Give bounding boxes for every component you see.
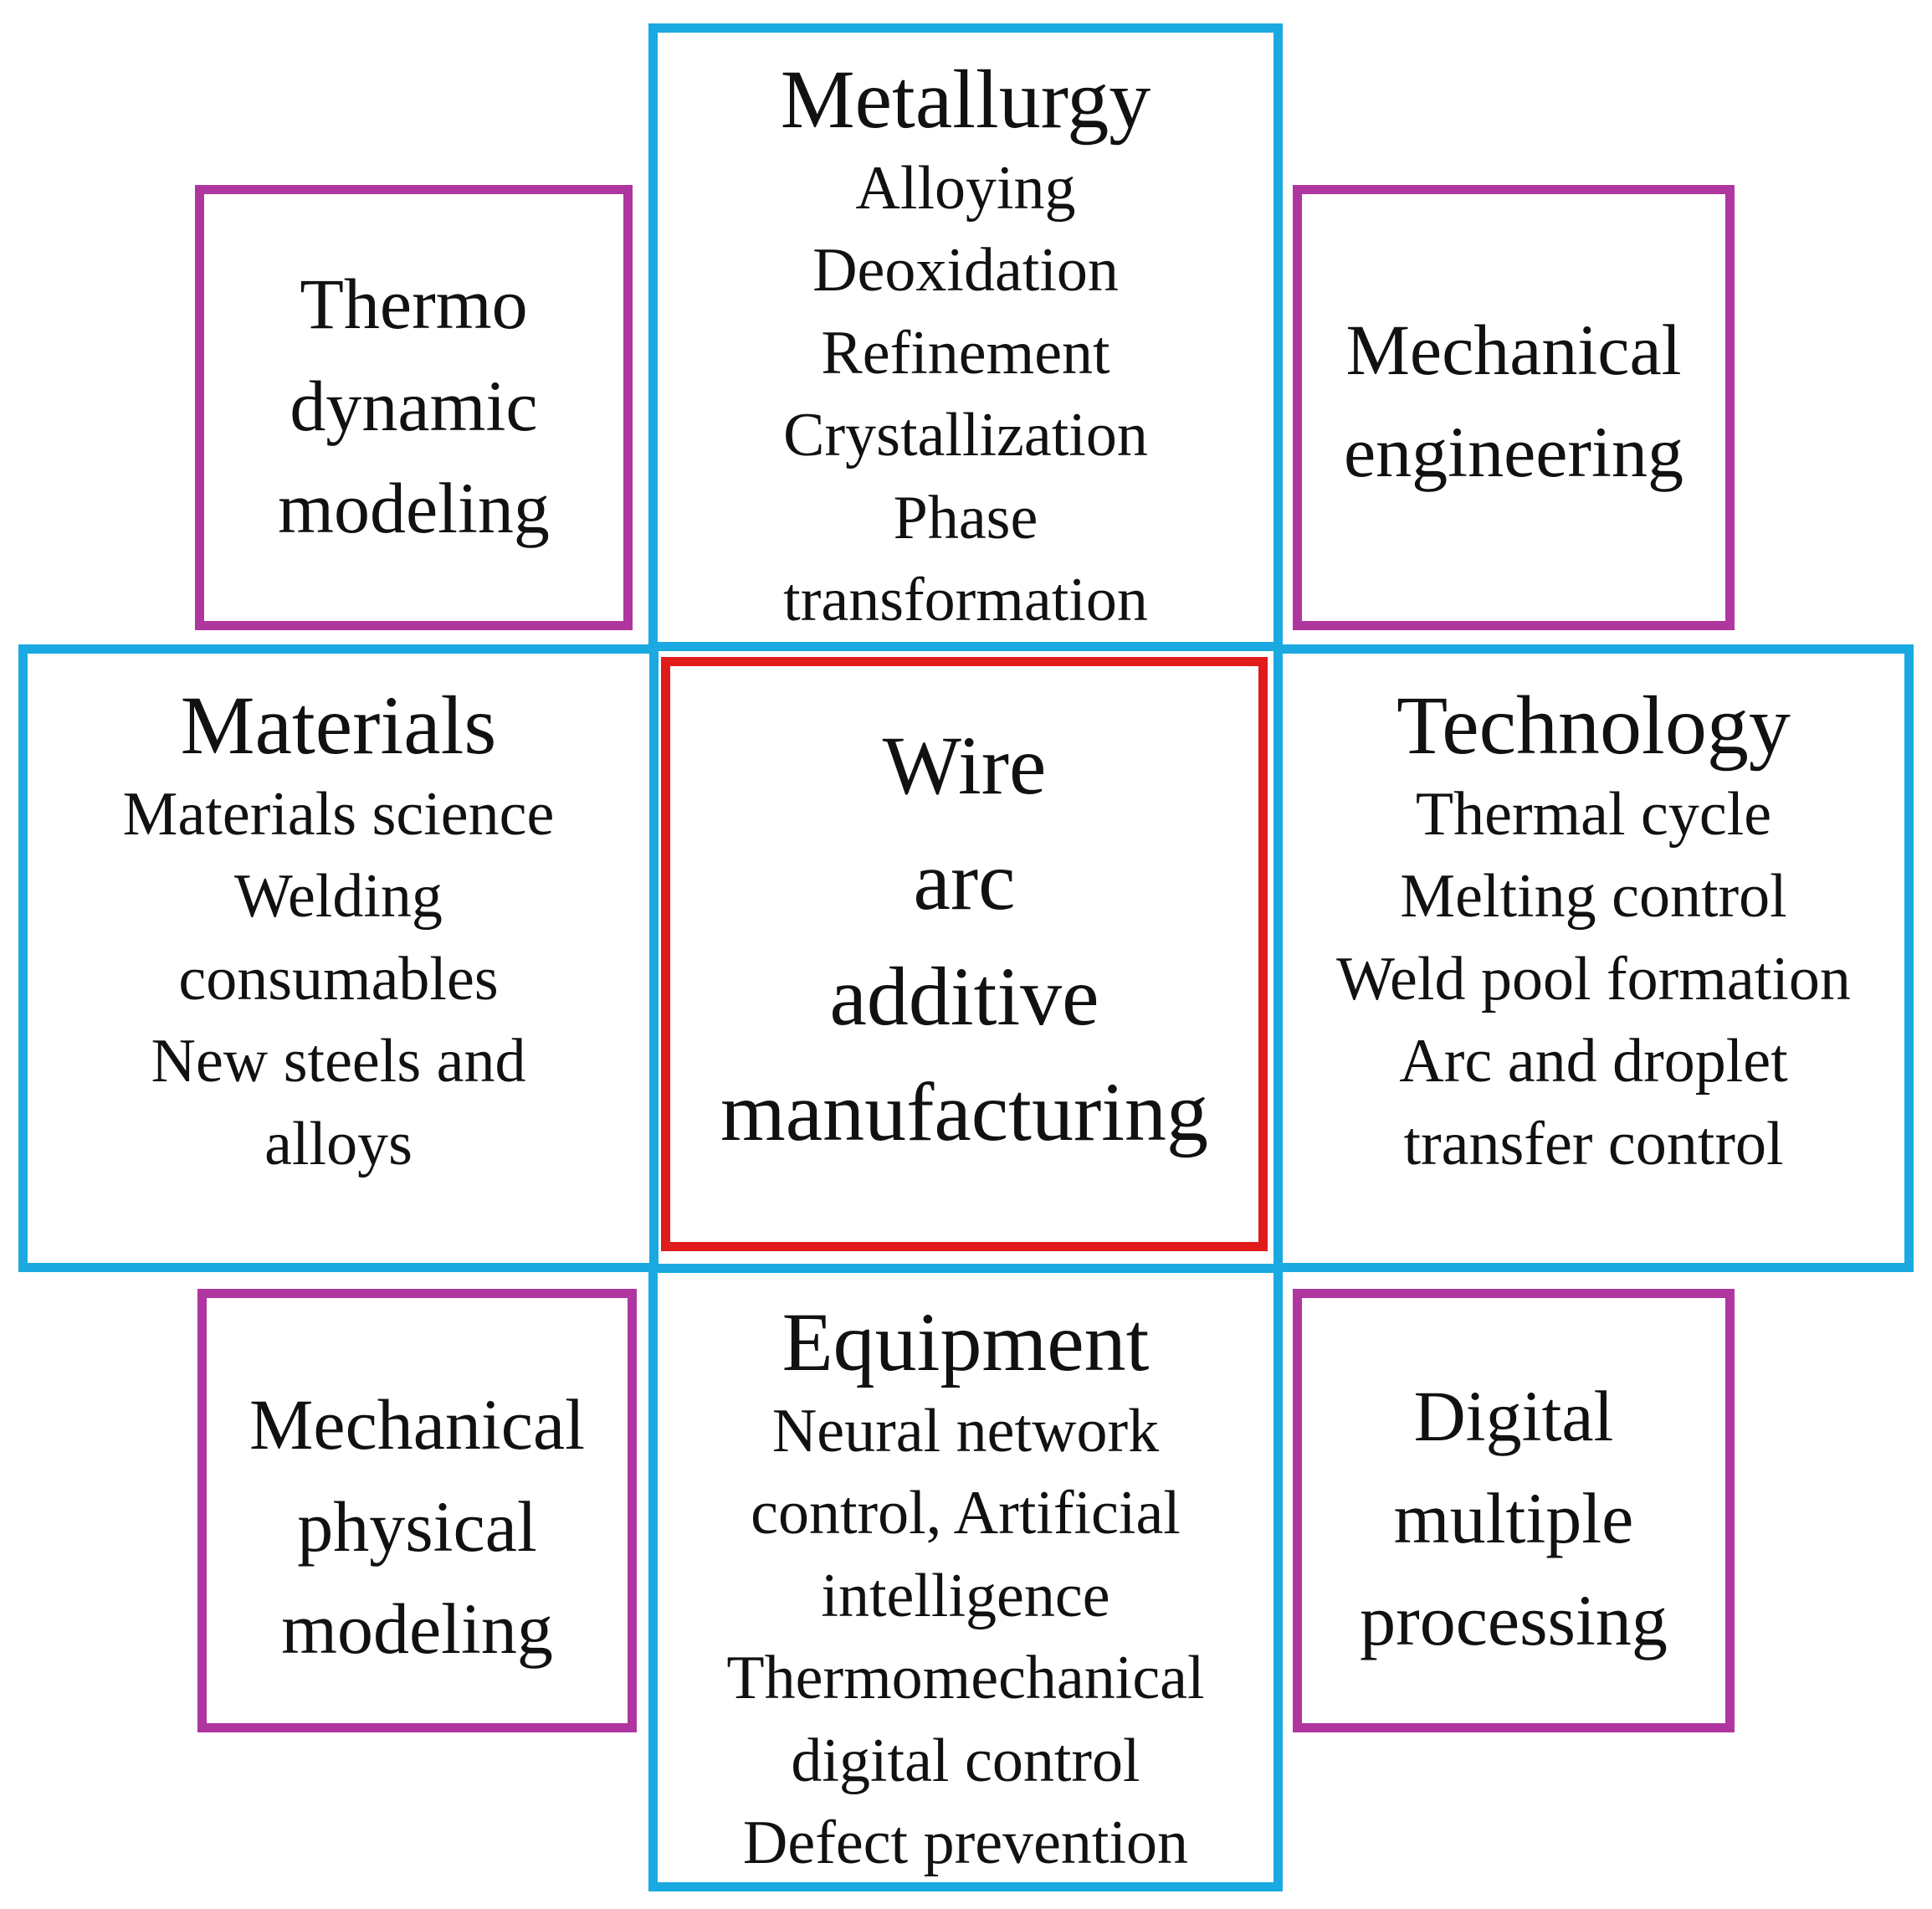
thermodynamic-modeling-line: modeling: [278, 468, 550, 549]
digital-multiple-processing-line: Digital: [1413, 1376, 1614, 1456]
materials-title: Materials: [180, 679, 497, 772]
materials-item: New steels and: [151, 1027, 526, 1096]
thermodynamic-modeling-line: Thermo: [300, 264, 528, 344]
technology-item: Thermal cycle: [1415, 780, 1772, 849]
central-topic-line: Wire: [882, 719, 1047, 812]
technology-item: Arc and droplet: [1399, 1027, 1788, 1096]
equipment-title: Equipment: [782, 1296, 1150, 1388]
equipment-item: Neural network: [771, 1397, 1160, 1465]
mechanical-physical-modeling-line: modeling: [281, 1588, 553, 1670]
materials-item: consumables: [178, 944, 499, 1014]
technology-item: Melting control: [1400, 862, 1787, 931]
digital-multiple-processing-line: multiple: [1393, 1478, 1634, 1559]
metallurgy-item: transformation: [783, 566, 1148, 635]
materials-item: alloys: [264, 1109, 413, 1178]
equipment-item: Defect prevention: [742, 1809, 1189, 1878]
technology-item: transfer control: [1403, 1109, 1784, 1178]
metallurgy-item: Phase: [893, 483, 1038, 552]
central-topic-line: arc: [913, 834, 1016, 927]
thermodynamic-modeling-line: dynamic: [290, 366, 538, 447]
mechanical-physical-modeling-line: physical: [297, 1486, 537, 1568]
technology-box: Technology Thermal cycle Melting control…: [1273, 644, 1914, 1272]
materials-item: Materials science: [122, 780, 555, 849]
equipment-item: Thermomechanical: [726, 1644, 1205, 1713]
equipment-box: Equipment Neural network control, Artifi…: [648, 1264, 1283, 1891]
metallurgy-box: Metallurgy Alloying Deoxidation Refineme…: [648, 23, 1283, 651]
equipment-item: intelligence: [821, 1561, 1110, 1630]
metallurgy-item: Deoxidation: [812, 236, 1119, 305]
materials-box: Materials Materials science Welding cons…: [18, 644, 659, 1272]
mechanical-physical-modeling-box: Mechanical physical modeling: [197, 1289, 637, 1732]
materials-item: Welding: [234, 862, 443, 931]
mechanical-engineering-line: Mechanical: [1345, 310, 1682, 390]
mechanical-physical-modeling-line: Mechanical: [249, 1384, 586, 1465]
central-topic-line: manufacturing: [720, 1065, 1209, 1158]
metallurgy-item: Crystallization: [783, 401, 1148, 470]
technology-item: Weld pool formation: [1336, 944, 1851, 1014]
equipment-item: control, Artificial: [751, 1479, 1181, 1548]
mechanical-engineering-line: engineering: [1344, 412, 1683, 493]
thermodynamic-modeling-box: Thermo dynamic modeling: [195, 185, 633, 630]
digital-multiple-processing-box: Digital multiple processing: [1293, 1289, 1735, 1732]
technology-title: Technology: [1396, 679, 1791, 772]
central-topic-line: additive: [829, 950, 1099, 1043]
metallurgy-item: Refinement: [821, 318, 1110, 387]
digital-multiple-processing-line: processing: [1360, 1580, 1668, 1661]
equipment-item: digital control: [791, 1726, 1140, 1795]
central-topic-box: Wire arc additive manufacturing: [661, 657, 1268, 1251]
metallurgy-item: Alloying: [855, 154, 1076, 223]
metallurgy-title: Metallurgy: [780, 53, 1151, 146]
mechanical-engineering-box: Mechanical engineering: [1293, 185, 1735, 630]
